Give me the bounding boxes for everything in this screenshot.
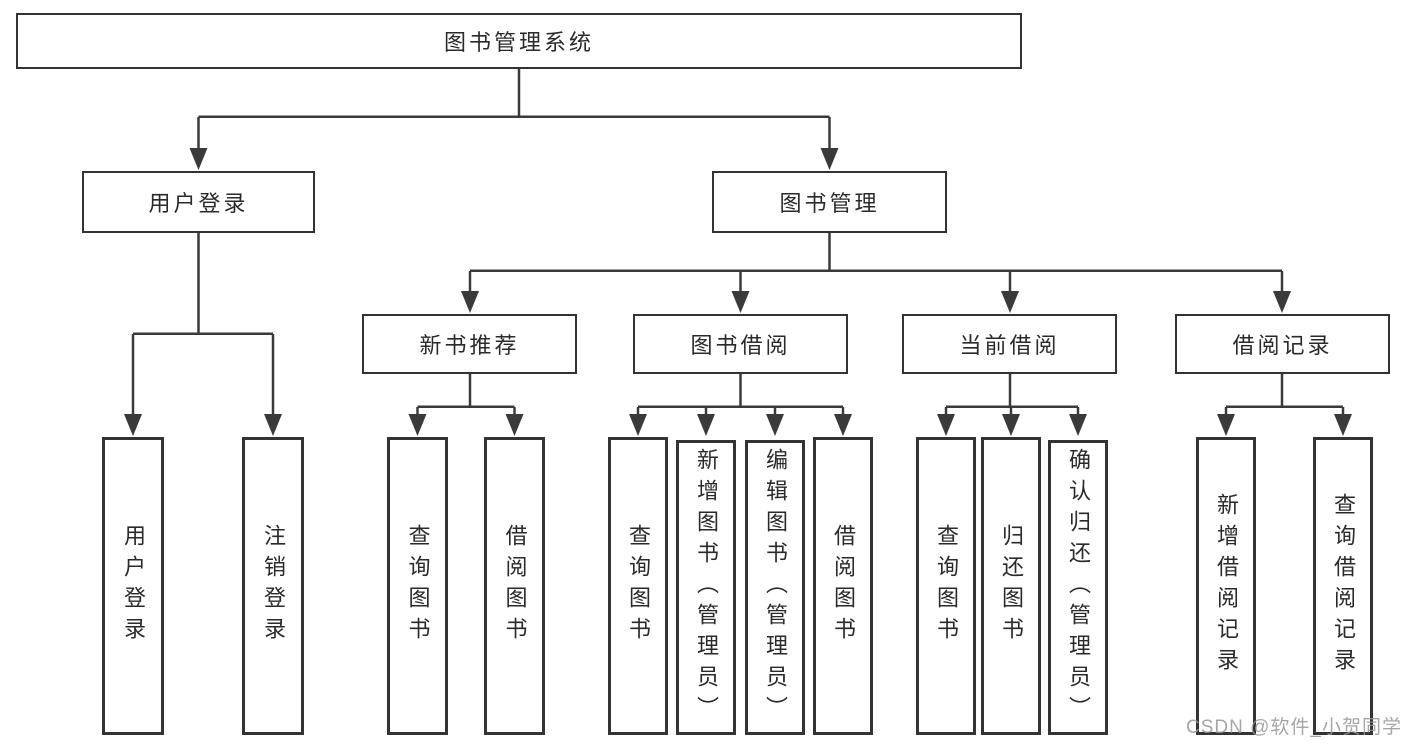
edge-root-children: [189, 69, 839, 170]
leaf-borrow-books-1: 借阅图书: [484, 437, 545, 735]
node-label: 新增图书（管理员）: [694, 448, 719, 727]
node-label: 借阅图书: [831, 524, 856, 648]
edge-current-borrow-children: [937, 374, 1087, 436]
node-current-borrowing: 当前借阅: [902, 314, 1117, 374]
node-library-management-system: 图书管理系统: [16, 13, 1022, 69]
node-borrowing-records: 借阅记录: [1175, 314, 1390, 374]
node-label: 注销登录: [261, 524, 286, 648]
node-label: 查询图书: [934, 524, 959, 648]
node-label: 图书借阅: [690, 333, 791, 358]
node-label: 编辑图书（管理员）: [763, 448, 788, 727]
node-label: 查询图书: [626, 524, 651, 648]
node-label: 新书推荐: [419, 333, 520, 358]
node-label: 图书管理系统: [443, 30, 594, 55]
edge-book-borrow-children: [629, 374, 852, 436]
leaf-confirm-return-admin: 确认归还（管理员）: [1048, 440, 1108, 735]
leaf-query-borrow-record: 查询借阅记录: [1313, 437, 1373, 735]
leaf-logout: 注销登录: [242, 437, 304, 735]
edge-user-login-children: [124, 233, 282, 436]
edge-new-book-rec-children: [408, 374, 524, 436]
node-book-management: 图书管理: [712, 171, 947, 233]
node-new-book-recommendation: 新书推荐: [362, 314, 577, 374]
edge-borrow-records-children: [1217, 374, 1352, 436]
node-label: 归还图书: [999, 524, 1024, 648]
node-label: 查询借阅记录: [1331, 493, 1356, 679]
node-label: 确认归还（管理员）: [1066, 448, 1091, 727]
node-user-login: 用户登录: [82, 171, 315, 233]
node-label: 用户登录: [148, 191, 249, 216]
node-label: 借阅图书: [502, 524, 528, 648]
edge-book-mgmt-children: [461, 233, 1291, 313]
leaf-query-books-3: 查询图书: [916, 437, 976, 735]
node-label: 用户登录: [121, 524, 146, 648]
node-book-borrowing: 图书借阅: [633, 314, 848, 374]
node-label: 新增借阅记录: [1214, 493, 1239, 679]
leaf-query-books-1: 查询图书: [387, 437, 448, 735]
node-label: 借阅记录: [1232, 333, 1333, 358]
node-label: 图书管理: [779, 191, 880, 216]
node-label: 查询图书: [405, 524, 431, 648]
leaf-query-books-2: 查询图书: [608, 437, 668, 735]
leaf-edit-books-admin: 编辑图书（管理员）: [745, 440, 805, 735]
leaf-add-books-admin: 新增图书（管理员）: [676, 440, 736, 735]
leaf-add-borrow-record: 新增借阅记录: [1196, 437, 1256, 735]
leaf-borrow-books-2: 借阅图书: [813, 437, 873, 735]
leaf-return-books: 归还图书: [981, 437, 1041, 735]
node-label: 当前借阅: [959, 333, 1060, 358]
leaf-user-login: 用户登录: [102, 437, 164, 735]
csdn-watermark: CSDN @软件_小贺同学: [1186, 717, 1402, 738]
